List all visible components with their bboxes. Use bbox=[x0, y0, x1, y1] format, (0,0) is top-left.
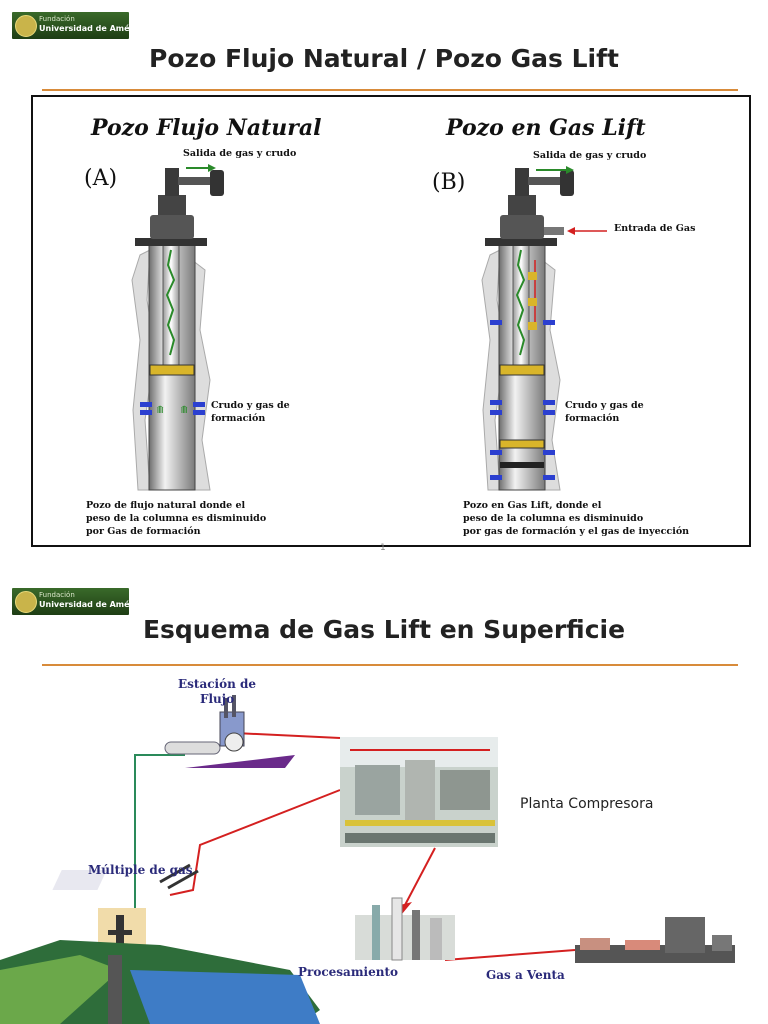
left-outlet-label: Salida de gas y crudo bbox=[183, 148, 297, 159]
logo-line-2b: Universidad de América bbox=[39, 600, 147, 609]
line-station-compressor bbox=[234, 732, 341, 739]
right-outlet-label: Salida de gas y crudo bbox=[533, 150, 647, 161]
natural-flow-well: ⟰ ⟰ bbox=[131, 164, 224, 491]
city-skyline bbox=[575, 917, 735, 963]
surface-scheme-diagram bbox=[0, 695, 735, 1024]
gas-manifold bbox=[52, 863, 199, 890]
slide2-rule bbox=[42, 664, 738, 666]
logo-line-1: Fundación bbox=[39, 15, 75, 23]
slide1-title: Pozo Flujo Natural / Pozo Gas Lift bbox=[149, 44, 619, 73]
compressor-plant-photo bbox=[340, 737, 498, 847]
manifold-label: Múltiple de gas bbox=[88, 863, 193, 877]
processing-label: Procesamiento bbox=[298, 965, 398, 979]
flow-station bbox=[164, 695, 295, 768]
label-a: (A) bbox=[84, 166, 118, 191]
line-to-sales bbox=[444, 949, 576, 961]
university-logo: Fundación Universidad de América bbox=[12, 12, 146, 39]
university-logo-2: Fundación Universidad de América bbox=[12, 588, 146, 615]
page-number: 1 bbox=[380, 543, 386, 553]
svg-text:⟰: ⟰ bbox=[180, 405, 188, 416]
slide2-title: Esquema de Gas Lift en Superficie bbox=[142, 615, 626, 644]
left-well-heading: Pozo Flujo Natural bbox=[91, 115, 322, 141]
university-emblem-icon bbox=[15, 15, 37, 37]
gas-lift-well bbox=[481, 166, 607, 491]
slide1-rule bbox=[42, 89, 738, 91]
right-well-heading: Pozo en Gas Lift bbox=[446, 115, 646, 141]
svg-text:⟰: ⟰ bbox=[156, 405, 164, 416]
gas-inlet-label: Entrada de Gas bbox=[614, 223, 696, 234]
processing-plant bbox=[355, 897, 455, 961]
compressor-plant-label: Planta Compresora bbox=[520, 796, 654, 812]
gas-line-green bbox=[130, 754, 185, 916]
well-diagrams: ⟰ ⟰ bbox=[131, 164, 607, 491]
university-emblem-icon-2 bbox=[15, 591, 37, 613]
logo-line-1b: Fundación bbox=[39, 591, 75, 599]
gas-sales-label: Gas a Venta bbox=[486, 968, 565, 982]
line-compressor-processing bbox=[404, 847, 436, 906]
logo-line-2: Universidad de América bbox=[39, 24, 147, 33]
label-b: (B) bbox=[432, 170, 466, 195]
line-compressor-manifold bbox=[169, 789, 341, 896]
